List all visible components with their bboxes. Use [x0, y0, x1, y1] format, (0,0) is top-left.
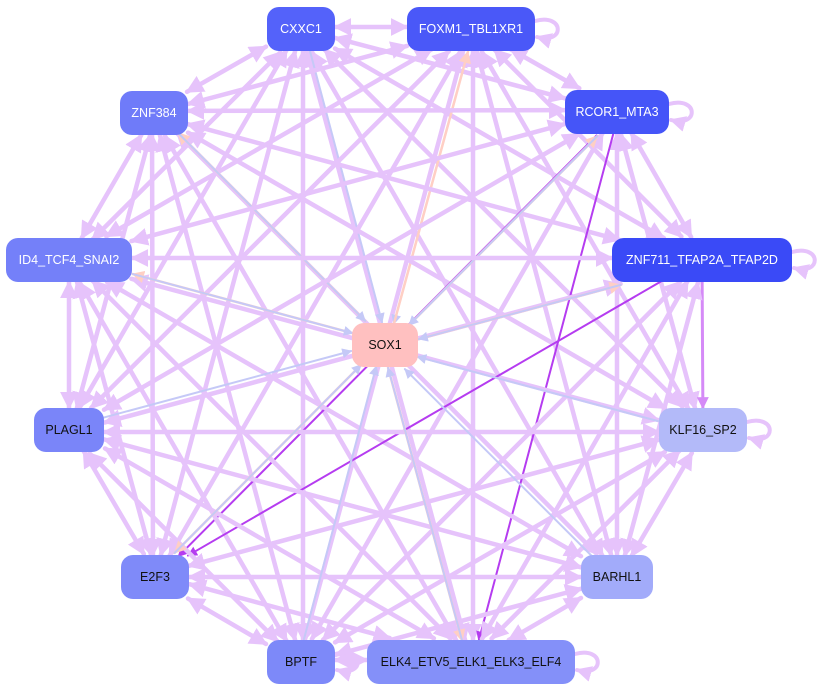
node-box[interactable]: [565, 90, 669, 134]
node-plagl1[interactable]: PLAGL1: [34, 408, 104, 452]
node-box[interactable]: [407, 7, 535, 51]
edge-id4_tcf4_snai2-to-barhl1: [104, 279, 584, 559]
node-box[interactable]: [34, 408, 104, 452]
node-box[interactable]: [581, 555, 653, 599]
node-label: ZNF711_TFAP2A_TFAP2D: [626, 253, 778, 267]
node-label: PLAGL1: [45, 423, 92, 437]
node-label: ZNF384: [131, 106, 176, 120]
node-bptf[interactable]: BPTF: [267, 640, 335, 684]
edge-bptf-to-sox1: [302, 365, 379, 641]
edge-znf384-to-rcor1_mta3: [185, 101, 568, 120]
edge-e2f3-to-sox1: [173, 363, 363, 554]
edge-foxm1_tbl1xr1-to-rcor1_mta3: [508, 47, 582, 91]
node-box[interactable]: [612, 238, 792, 282]
edge-elk4_etv5_elk1_elk3_elf4-to-sox1: [385, 366, 464, 642]
node-box[interactable]: [121, 555, 189, 599]
node-klf16-sp2[interactable]: KLF16_SP2: [659, 408, 747, 452]
self-loop-foxm1_tbl1xr1: [533, 17, 560, 49]
node-box[interactable]: [6, 238, 132, 282]
edge-foxm1_tbl1xr1-to-e2f3: [167, 49, 463, 559]
node-label: E2F3: [140, 570, 170, 584]
node-znf384[interactable]: ZNF384: [120, 91, 188, 135]
node-label: BPTF: [285, 655, 317, 669]
edge-barhl1-to-elk4_etv5_elk1_elk3_elf4: [506, 595, 584, 643]
node-rcor1-mta3[interactable]: RCOR1_MTA3: [565, 90, 669, 134]
node-label: KLF16_SP2: [669, 423, 736, 437]
node-box[interactable]: [120, 91, 188, 135]
node-sox1[interactable]: SOX1: [352, 323, 418, 367]
edge-e2f3-to-elk4_etv5_elk1_elk3_elf4: [187, 579, 392, 643]
edge-plagl1-to-sox1: [102, 348, 353, 419]
self-loop-elk4_etv5_elk1_elk3_elf4: [573, 650, 600, 682]
node-e2f3[interactable]: E2F3: [121, 555, 189, 599]
node-id4-tcf4-snai2[interactable]: ID4_TCF4_SNAI2: [6, 238, 132, 282]
node-box[interactable]: [267, 640, 335, 684]
node-box[interactable]: [367, 640, 575, 684]
edge-znf711_tfap2a_tfap2d-to-klf16_sp2: [696, 280, 709, 410]
node-cxxc1[interactable]: CXXC1: [267, 7, 335, 51]
edge-barhl1-to-sox1: [403, 368, 594, 559]
node-foxm1-tbl1xr1[interactable]: FOXM1_TBL1XR1: [407, 7, 535, 51]
node-box[interactable]: [352, 323, 418, 367]
self-loop-rcor1_mta3: [667, 100, 694, 132]
node-label: ELK4_ETV5_ELK1_ELK3_ELF4: [381, 655, 562, 669]
node-label: FOXM1_TBL1XR1: [419, 22, 523, 36]
edge-znf711_tfap2a_tfap2d-to-sox1: [417, 283, 622, 342]
node-elk4-etv5-elk1-elk3-elf4[interactable]: ELK4_ETV5_ELK1_ELK3_ELF4: [367, 640, 575, 684]
edge-klf16_sp2-to-sox1: [416, 354, 660, 423]
self-loop-klf16_sp2: [745, 418, 772, 450]
node-label: SOX1: [368, 338, 401, 352]
node-znf711-tfap2a-tfap2d[interactable]: ZNF711_TFAP2A_TFAP2D: [612, 238, 792, 282]
node-label: BARHL1: [593, 570, 642, 584]
node-box[interactable]: [267, 7, 335, 51]
node-label: CXXC1: [280, 22, 322, 36]
edge-znf384-to-e2f3: [143, 132, 162, 558]
node-label: RCOR1_MTA3: [575, 105, 658, 119]
node-barhl1[interactable]: BARHL1: [581, 555, 653, 599]
node-box[interactable]: [659, 408, 747, 452]
edge-rcor1_mta3-to-znf711_tfap2a_tfap2d: [629, 130, 694, 240]
node-label: ID4_TCF4_SNAI2: [19, 253, 120, 267]
self-loop-bptf: [333, 650, 360, 682]
self-loops-layer: [333, 17, 817, 682]
self-loop-znf711_tfap2a_tfap2d: [790, 248, 817, 280]
